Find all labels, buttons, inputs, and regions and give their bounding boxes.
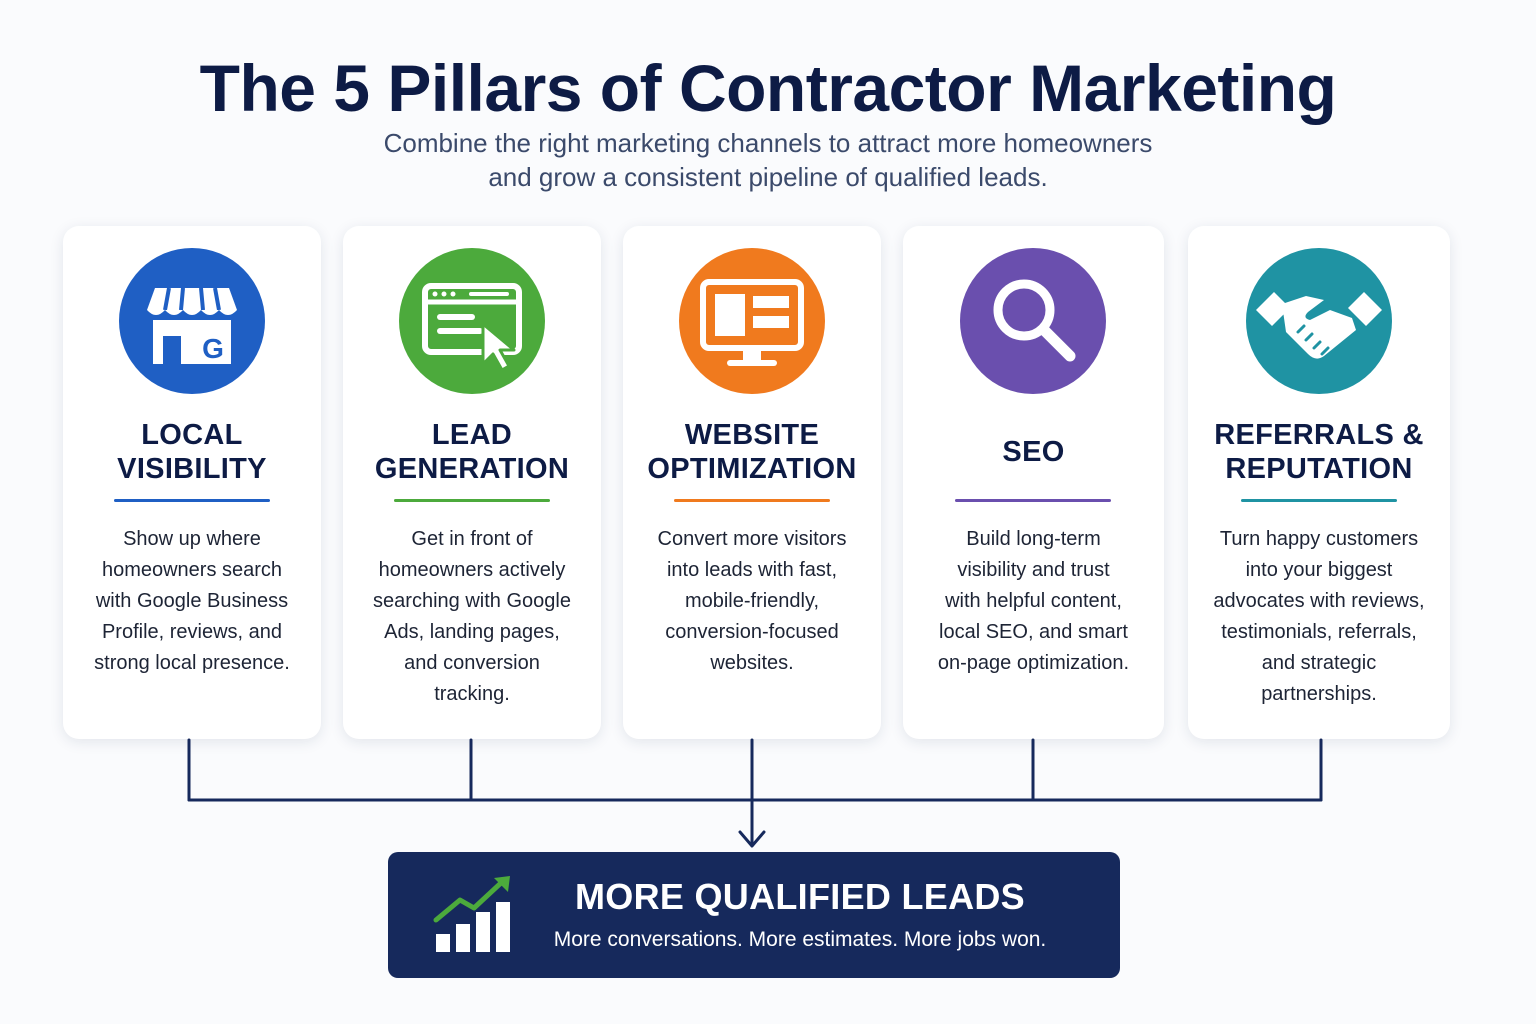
pillar-title: REFERRALS & REPUTATION	[1214, 419, 1424, 485]
pillar-divider	[394, 499, 550, 502]
pillar-divider	[1241, 499, 1397, 502]
handshake-icon	[1246, 248, 1392, 394]
pillar-divider	[674, 499, 830, 502]
pillar-card-referrals-reputation: REFERRALS & REPUTATION Turn happy custom…	[1188, 226, 1450, 739]
page-subtitle: Combine the right marketing channels to …	[383, 128, 1153, 192]
result-title: MORE QUALIFIED LEADS	[574, 876, 1025, 917]
pillar-description: Turn happy customers into your biggest a…	[1213, 528, 1425, 705]
page-title: The 5 Pillars of Contractor Marketing	[199, 51, 1337, 125]
pillar-description: Get in front of homeowners actively sear…	[373, 528, 571, 705]
pillar-card-lead-generation: LEAD GENERATION Get in front of homeowne…	[343, 226, 601, 739]
pillar-description: Show up where homeowners search with Goo…	[94, 528, 290, 674]
pillar-description: Build long-term visibility and trust wit…	[937, 528, 1130, 674]
pillar-title: LEAD GENERATION	[374, 419, 570, 485]
pillar-card-seo: SEO Build long-term visibility and trust…	[903, 226, 1164, 739]
storefront-g-icon: G	[119, 248, 265, 394]
pillar-card-website-optimization: WEBSITE OPTIMIZATION Convert more visito…	[623, 226, 881, 739]
pillar-card-local-visibility: G LOCAL VISIBILITY Show up where homeown…	[63, 226, 321, 739]
result-banner: MORE QUALIFIED LEADS More conversations.…	[388, 852, 1120, 978]
result-subtitle: More conversations. More estimates. More…	[553, 928, 1047, 951]
pillar-title: LOCAL VISIBILITY	[117, 419, 267, 485]
growth-chart-icon	[433, 876, 510, 952]
connector-arrowhead	[738, 830, 766, 848]
pillar-divider	[114, 499, 270, 502]
pillar-description: Convert more visitors into leads with fa…	[657, 528, 847, 674]
pillar-divider	[955, 499, 1111, 502]
magnifier-icon	[960, 248, 1106, 394]
pillar-title: SEO	[1002, 436, 1065, 468]
monitor-icon	[679, 248, 825, 394]
pillar-title: WEBSITE OPTIMIZATION	[647, 419, 857, 485]
browser-cursor-icon	[399, 248, 545, 394]
icon-letter-g: G	[202, 333, 224, 364]
